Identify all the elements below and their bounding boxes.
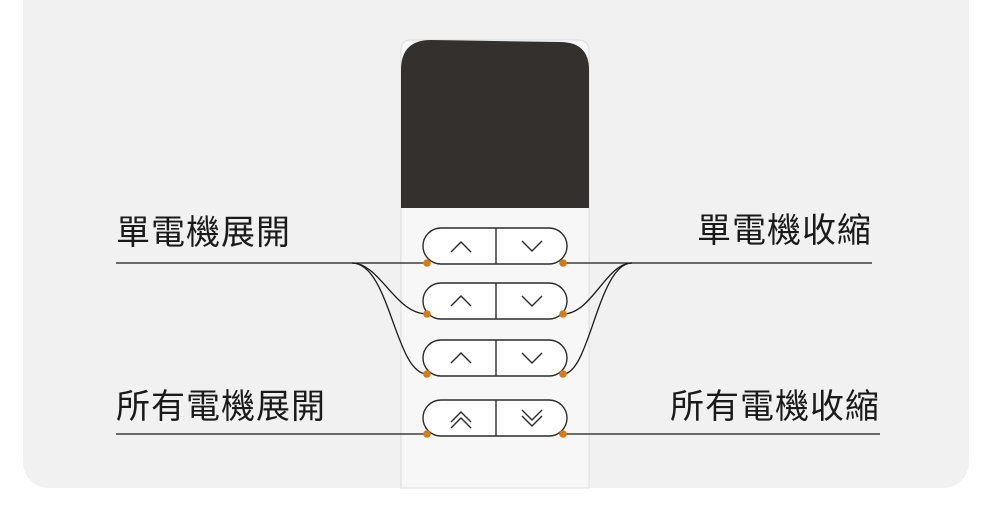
indicator-dot	[559, 370, 567, 378]
label-all-motors-open: 所有電機展開	[116, 390, 326, 424]
button-row-2	[423, 283, 567, 319]
indicator-dot	[423, 310, 431, 318]
indicator-dot	[559, 310, 567, 318]
label-single-motor-open: 單電機展開	[116, 216, 291, 250]
indicator-dot	[559, 259, 567, 267]
indicator-dot	[423, 370, 431, 378]
remote-screen	[401, 40, 589, 208]
indicator-dot	[559, 430, 567, 438]
label-all-motors-close: 所有電機收縮	[670, 390, 880, 424]
label-single-motor-close: 單電機收縮	[697, 214, 872, 248]
button-pill	[423, 283, 567, 319]
button-pill	[423, 228, 567, 264]
button-row-3	[423, 340, 567, 376]
button-pill	[423, 400, 567, 436]
indicator-dot	[423, 259, 431, 267]
indicator-dot	[423, 430, 431, 438]
button-row-1	[423, 228, 567, 264]
button-row-4	[423, 400, 567, 436]
button-pill	[423, 340, 567, 376]
